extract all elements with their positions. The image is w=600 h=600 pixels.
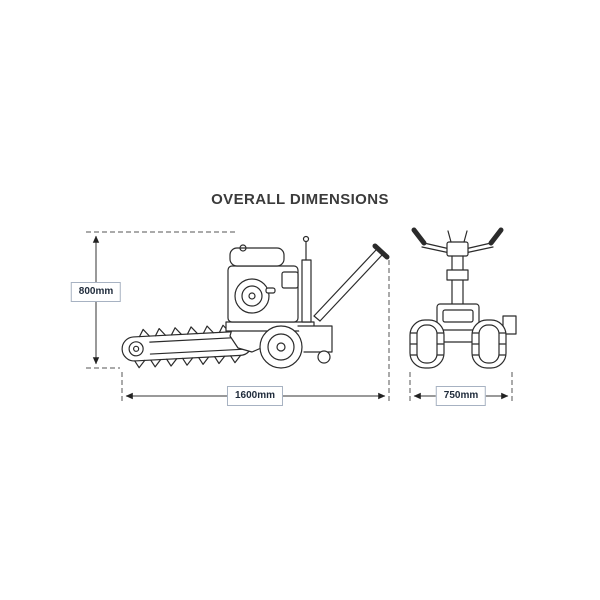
handlebar-side xyxy=(313,243,390,322)
front-body xyxy=(436,303,480,343)
recoil-starter xyxy=(234,278,270,314)
hydraulic-cylinder xyxy=(301,235,312,323)
fuel-tank xyxy=(229,247,285,267)
air-filter xyxy=(281,271,299,289)
front-view-illustration xyxy=(409,227,517,369)
front-right-wheel xyxy=(471,319,507,369)
handlebar-front xyxy=(411,227,504,257)
length-dimension-label: 1600mm xyxy=(226,386,284,406)
boom-bracket xyxy=(502,315,517,335)
side-view-illustration xyxy=(121,235,390,369)
support-roller xyxy=(317,350,331,364)
front-left-wheel xyxy=(409,319,445,369)
page-title: OVERALL DIMENSIONS xyxy=(211,191,389,208)
width-dimension-label: 750mm xyxy=(435,386,487,406)
height-dimension-label: 800mm xyxy=(70,282,122,302)
side-wheel xyxy=(259,325,303,369)
rear-frame xyxy=(297,325,333,353)
mast xyxy=(446,255,469,309)
